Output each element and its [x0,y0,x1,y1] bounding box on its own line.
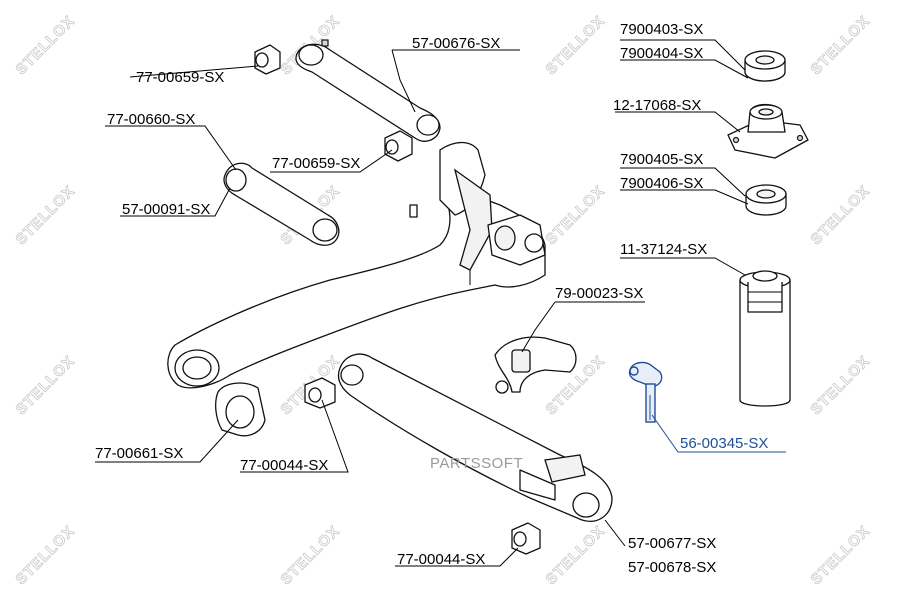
label-56-00345: 56-00345-SX [680,435,768,452]
label-57-00091: 57-00091-SX [122,201,210,218]
label-77-00660: 77-00660-SX [107,111,195,128]
bushing-77-00659-top [254,44,281,75]
stabilizer-link-79-00023 [494,336,577,394]
watermark-logo-4: STELLOX [807,12,873,78]
label-77-00659-mid: 77-00659-SX [272,155,360,172]
watermark-logo-3: STELLOX [542,12,608,78]
watermark-logo-7: STELLOX [542,182,608,248]
label-11-37124: 11-37124-SX [620,241,707,258]
label-7900403: 7900403-SX [620,21,703,38]
label-79-00023: 79-00023-SX [555,285,643,302]
watermark-logo-9: STELLOX [12,352,78,418]
bushing-77-00661 [215,382,266,437]
bushing-77-00659-mid [384,130,413,162]
watermark-logo-13: STELLOX [12,522,78,588]
stabilizer-link-56-00345 [628,361,663,423]
trailing-arm [167,141,546,389]
bushing-77-00044-bottom [511,522,541,555]
label-77-00659-top: 77-00659-SX [136,69,224,86]
label-57-00678: 57-00678-SX [628,559,716,576]
strut-top-12-17068 [727,103,809,159]
label-7900405: 7900405-SX [620,151,703,168]
link-57-00091 [223,162,340,246]
bushing-77-00044-left [304,377,336,409]
watermark-logo-14: STELLOX [277,522,343,588]
watermark-logo-12: STELLOX [807,352,873,418]
upper-link-57-00676 [295,39,441,142]
label-77-00044-left: 77-00044-SX [240,457,328,474]
watermark-logo-8: STELLOX [807,182,873,248]
bump-stop-11-37124 [739,270,791,407]
label-57-00676: 57-00676-SX [412,35,500,52]
watermark-logo-15: STELLOX [542,522,608,588]
watermark-logo-5: STELLOX [12,182,78,248]
label-7900404: 7900404-SX [620,45,703,62]
leader-lines [95,39,786,567]
lower-link-57-00677 [337,353,613,522]
label-7900406: 7900406-SX [620,175,703,192]
watermark-logo-1: STELLOX [12,12,78,78]
part-labels: 77-00659-SX 57-00676-SX 7900403-SX 79004… [95,21,768,576]
label-77-00044-bottom: 77-00044-SX [397,551,485,568]
label-57-00677: 57-00677-SX [628,535,716,552]
watermark-logo-16: STELLOX [807,522,873,588]
mount-7900405 [745,184,787,216]
label-12-17068: 12-17068-SX [613,97,701,114]
partssoft-watermark: PARTSSOFT [430,455,523,472]
mount-7900403 [744,50,786,82]
label-77-00661: 77-00661-SX [95,445,183,462]
